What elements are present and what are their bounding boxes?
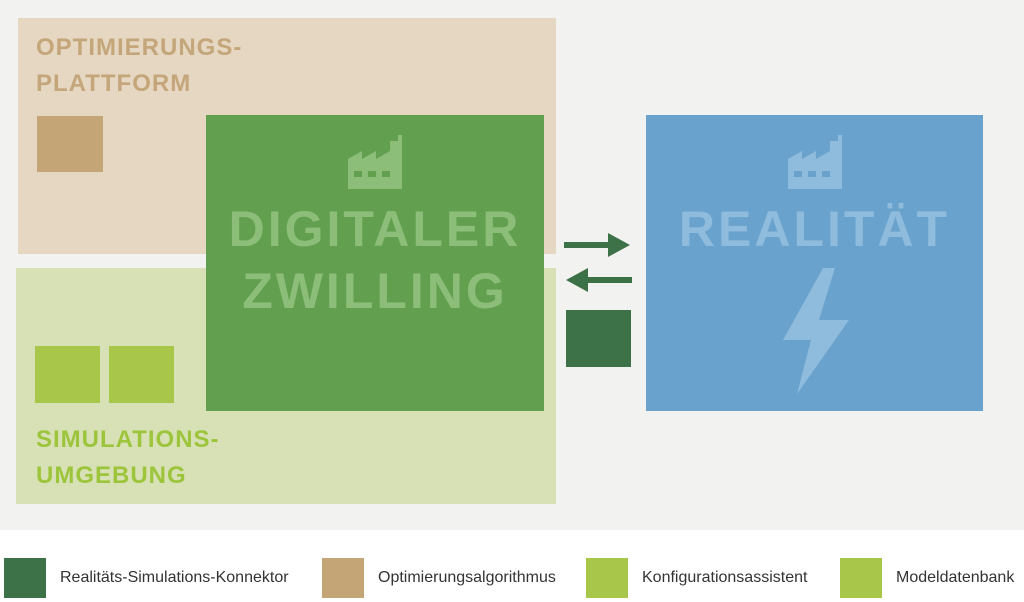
legend-item-configuration-assistant: Konfigurationsassistent <box>586 558 807 598</box>
factory-icon <box>348 135 402 189</box>
legend: Realitäts-Simulations-Konnektor Optimier… <box>0 550 1024 602</box>
legend-item-model-database: Modeldatenbank <box>840 558 1014 598</box>
simulation-environment-label: SIMULATIONS- UMGEBUNG <box>36 426 220 489</box>
arrow-right-icon <box>564 233 630 257</box>
lightning-bolt-icon <box>783 268 849 394</box>
optimization-platform-label: OPTIMIERUNGS- PLATTFORM <box>36 34 243 97</box>
configuration-assistant-block <box>35 346 100 403</box>
legend-item-connector: Realitäts-Simulations-Konnektor <box>4 558 289 598</box>
optimization-algorithm-block <box>37 116 103 172</box>
legend-label: Konfigurationsassistent <box>642 569 808 586</box>
legend-swatch <box>322 558 364 598</box>
legend-swatch <box>4 558 46 598</box>
legend-label: Modeldatenbank <box>896 569 1015 586</box>
legend-item-optimization-algorithm: Optimierungsalgorithmus <box>322 558 556 598</box>
legend-label: Optimierungsalgorithmus <box>378 569 556 586</box>
diagram-canvas: OPTIMIERUNGS- PLATTFORM SIMULATIONS- UMG… <box>0 0 1024 530</box>
digital-twin-title: DIGITALER ZWILLING <box>228 201 522 319</box>
reality-title: REALITÄT <box>678 201 951 257</box>
legend-label: Realitäts-Simulations-Konnektor <box>60 569 289 586</box>
model-database-block <box>109 346 174 403</box>
arrow-left-icon <box>566 268 632 292</box>
reality-simulation-connector-block <box>566 310 631 367</box>
factory-icon <box>788 135 842 189</box>
legend-swatch <box>840 558 882 598</box>
legend-swatch <box>586 558 628 598</box>
